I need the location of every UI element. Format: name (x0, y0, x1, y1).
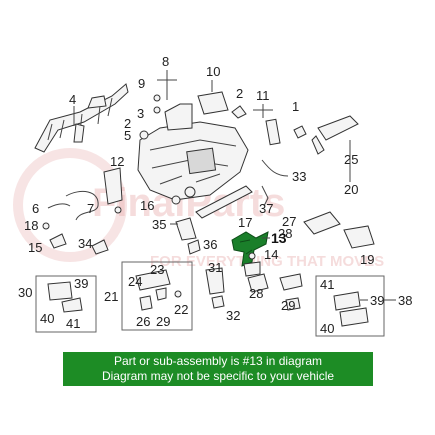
callout-39a: 39 (74, 276, 88, 291)
callout-21: 21 (104, 289, 118, 304)
callout-29b: 29 (156, 314, 170, 329)
callout-40b: 40 (320, 321, 334, 336)
callout-8: 8 (162, 54, 169, 69)
side-panel (103, 167, 123, 214)
callout-25-small: 2 (124, 116, 131, 131)
cross-car-beam (34, 83, 129, 153)
switch-panel (265, 118, 281, 146)
highlighted-part-13 (231, 231, 269, 267)
callout-29: 29 (281, 298, 295, 313)
callout-4: 4 (69, 92, 76, 107)
callout-22: 22 (174, 302, 188, 317)
callout-30: 30 (18, 285, 32, 300)
info-banner: Part or sub-assembly is #13 in diagram D… (63, 352, 373, 386)
callout-11: 11 (256, 88, 270, 103)
display-unit (197, 91, 229, 115)
instrument-panel (137, 121, 249, 201)
bracket-37 (261, 185, 269, 207)
glove-box-frame (311, 115, 359, 155)
watermark-tagline: FOR EVERYTHING THAT MOVES (150, 253, 384, 270)
callout-36: 36 (203, 237, 217, 252)
harness-left (47, 190, 99, 221)
callout-20: 20 (344, 182, 358, 197)
callout-5: 5 (124, 128, 131, 143)
callout-9: 9 (138, 76, 145, 91)
callout-17: 17 (238, 215, 252, 230)
callout-26: 26 (136, 314, 150, 329)
callout-35: 35 (152, 217, 166, 232)
meter-cluster (153, 94, 193, 131)
callout-28b: 28 (249, 286, 263, 301)
callout-34: 34 (78, 236, 92, 251)
vent-part (231, 105, 247, 119)
callout-41a: 41 (66, 316, 80, 331)
callout-3: 3 (137, 106, 144, 121)
callout-1: 1 (292, 99, 299, 114)
callout-14: 14 (264, 247, 278, 262)
banner-line-1: Part or sub-assembly is #13 in diagram (113, 354, 323, 368)
callout-16: 16 (140, 198, 154, 213)
knob-part (171, 186, 196, 205)
cover-19 (343, 225, 375, 249)
callout-32: 32 (226, 308, 240, 323)
callout-37: 37 (259, 201, 273, 216)
callout-7: 7 (87, 201, 94, 216)
duct-35 (175, 217, 197, 241)
trim-17 (195, 185, 253, 219)
clip-36 (187, 239, 201, 255)
callout-23: 23 (150, 262, 164, 277)
callout-41b: 41 (320, 277, 334, 292)
callout-33: 33 (292, 169, 306, 184)
callout-28: 28 (278, 226, 292, 241)
callout-6: 6 (32, 201, 39, 216)
duct-31 (205, 267, 225, 295)
callout-38: 38 (398, 293, 412, 308)
panel-27 (303, 211, 341, 235)
cable-33 (261, 159, 289, 177)
callout-19: 19 (360, 252, 374, 267)
callout-10: 10 (206, 64, 220, 79)
banner-line-2: Diagram may not be specific to your vehi… (101, 369, 335, 383)
callout-40a: 40 (40, 311, 54, 326)
callout-12: 12 (110, 154, 124, 169)
callout-25: 25 (344, 152, 358, 167)
callout-15: 15 (28, 240, 42, 255)
callout-2: 2 (236, 86, 243, 101)
callout-39b: 39 (370, 293, 384, 308)
callout-24: 24 (128, 274, 142, 289)
callout-18: 18 (24, 218, 38, 233)
callout-31: 31 (208, 260, 222, 275)
callout-27: 27 (282, 214, 296, 229)
bracket-34 (91, 239, 109, 255)
callout-13: 13 (271, 230, 287, 246)
